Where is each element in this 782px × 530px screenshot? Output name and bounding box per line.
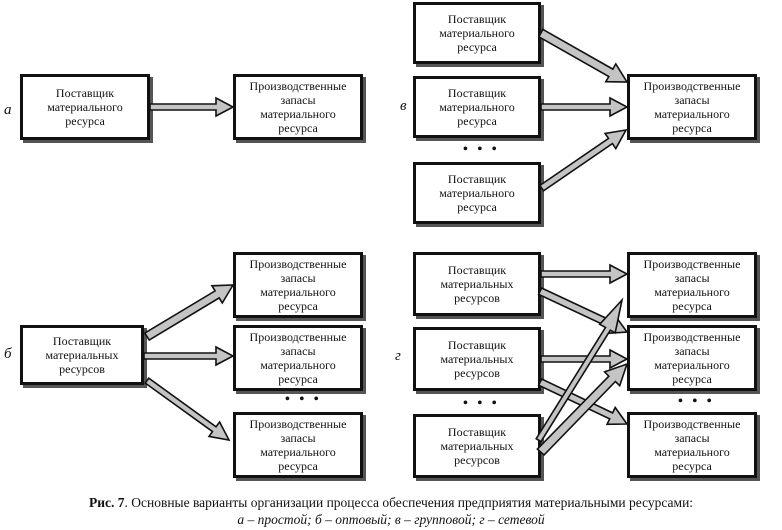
supplier-box-v3: Поставщик материального ресурса [413, 162, 541, 224]
arrow-b2 [143, 345, 235, 367]
panel-label-b: б [4, 346, 12, 362]
arrow-v3 [538, 128, 628, 192]
ellipsis-v: • • • [463, 142, 500, 157]
supplier-box-a: Поставщик материального ресурса [20, 74, 150, 140]
panel-label-v: в [400, 98, 407, 114]
supplier-box-g3: Поставщик материальных ресурсов [413, 414, 541, 478]
supplier-box-b: Поставщик материальных ресурсов [20, 325, 144, 385]
caption-title: . Основные варианты организации процесса… [124, 495, 694, 510]
ellipsis-g-left: • • • [463, 396, 500, 411]
supplier-box-v1: Поставщик материального ресурса [413, 2, 541, 64]
arrow-a [149, 96, 235, 118]
stock-box-b1: Производственные запасы материального ре… [233, 252, 363, 318]
arrow-g6 [536, 362, 629, 457]
arrow-b1 [143, 284, 235, 342]
ellipsis-b: • • • [285, 392, 322, 407]
figure-caption: Рис. 7. Основные варианты организации пр… [0, 494, 782, 528]
supplier-box-v2: Поставщик материального ресурса [413, 76, 541, 138]
arrow-v1 [537, 28, 629, 83]
arrow-b3 [144, 376, 231, 442]
panel-label-a: а [4, 102, 12, 118]
caption-legend: а – простой; б – оптовый; в – групповой;… [237, 512, 545, 527]
stock-box-g2: Производственные запасы материального ре… [627, 325, 757, 391]
stock-box-g3: Производственные запасы материального ре… [627, 412, 757, 478]
caption-line-1: Рис. 7. Основные варианты организации пр… [0, 494, 782, 511]
stock-box-v: Производственные запасы материального ре… [627, 74, 757, 140]
stock-box-b2: Производственные запасы материального ре… [233, 325, 363, 391]
arrow-g5 [535, 297, 624, 443]
arrow-v2 [540, 96, 629, 118]
stock-box-b3: Производственные запасы материального ре… [233, 412, 363, 478]
stock-box-g1: Производственные запасы материального ре… [627, 252, 757, 318]
supplier-box-g1: Поставщик материальных ресурсов [413, 252, 541, 316]
arrow-g1 [540, 263, 629, 285]
arrow-g3 [540, 348, 629, 370]
ellipsis-g-right: • • • [678, 394, 715, 409]
caption-prefix: Рис. 7 [88, 495, 125, 510]
supplier-box-g2: Поставщик материальных ресурсов [413, 327, 541, 391]
panel-label-g: г [395, 348, 401, 364]
